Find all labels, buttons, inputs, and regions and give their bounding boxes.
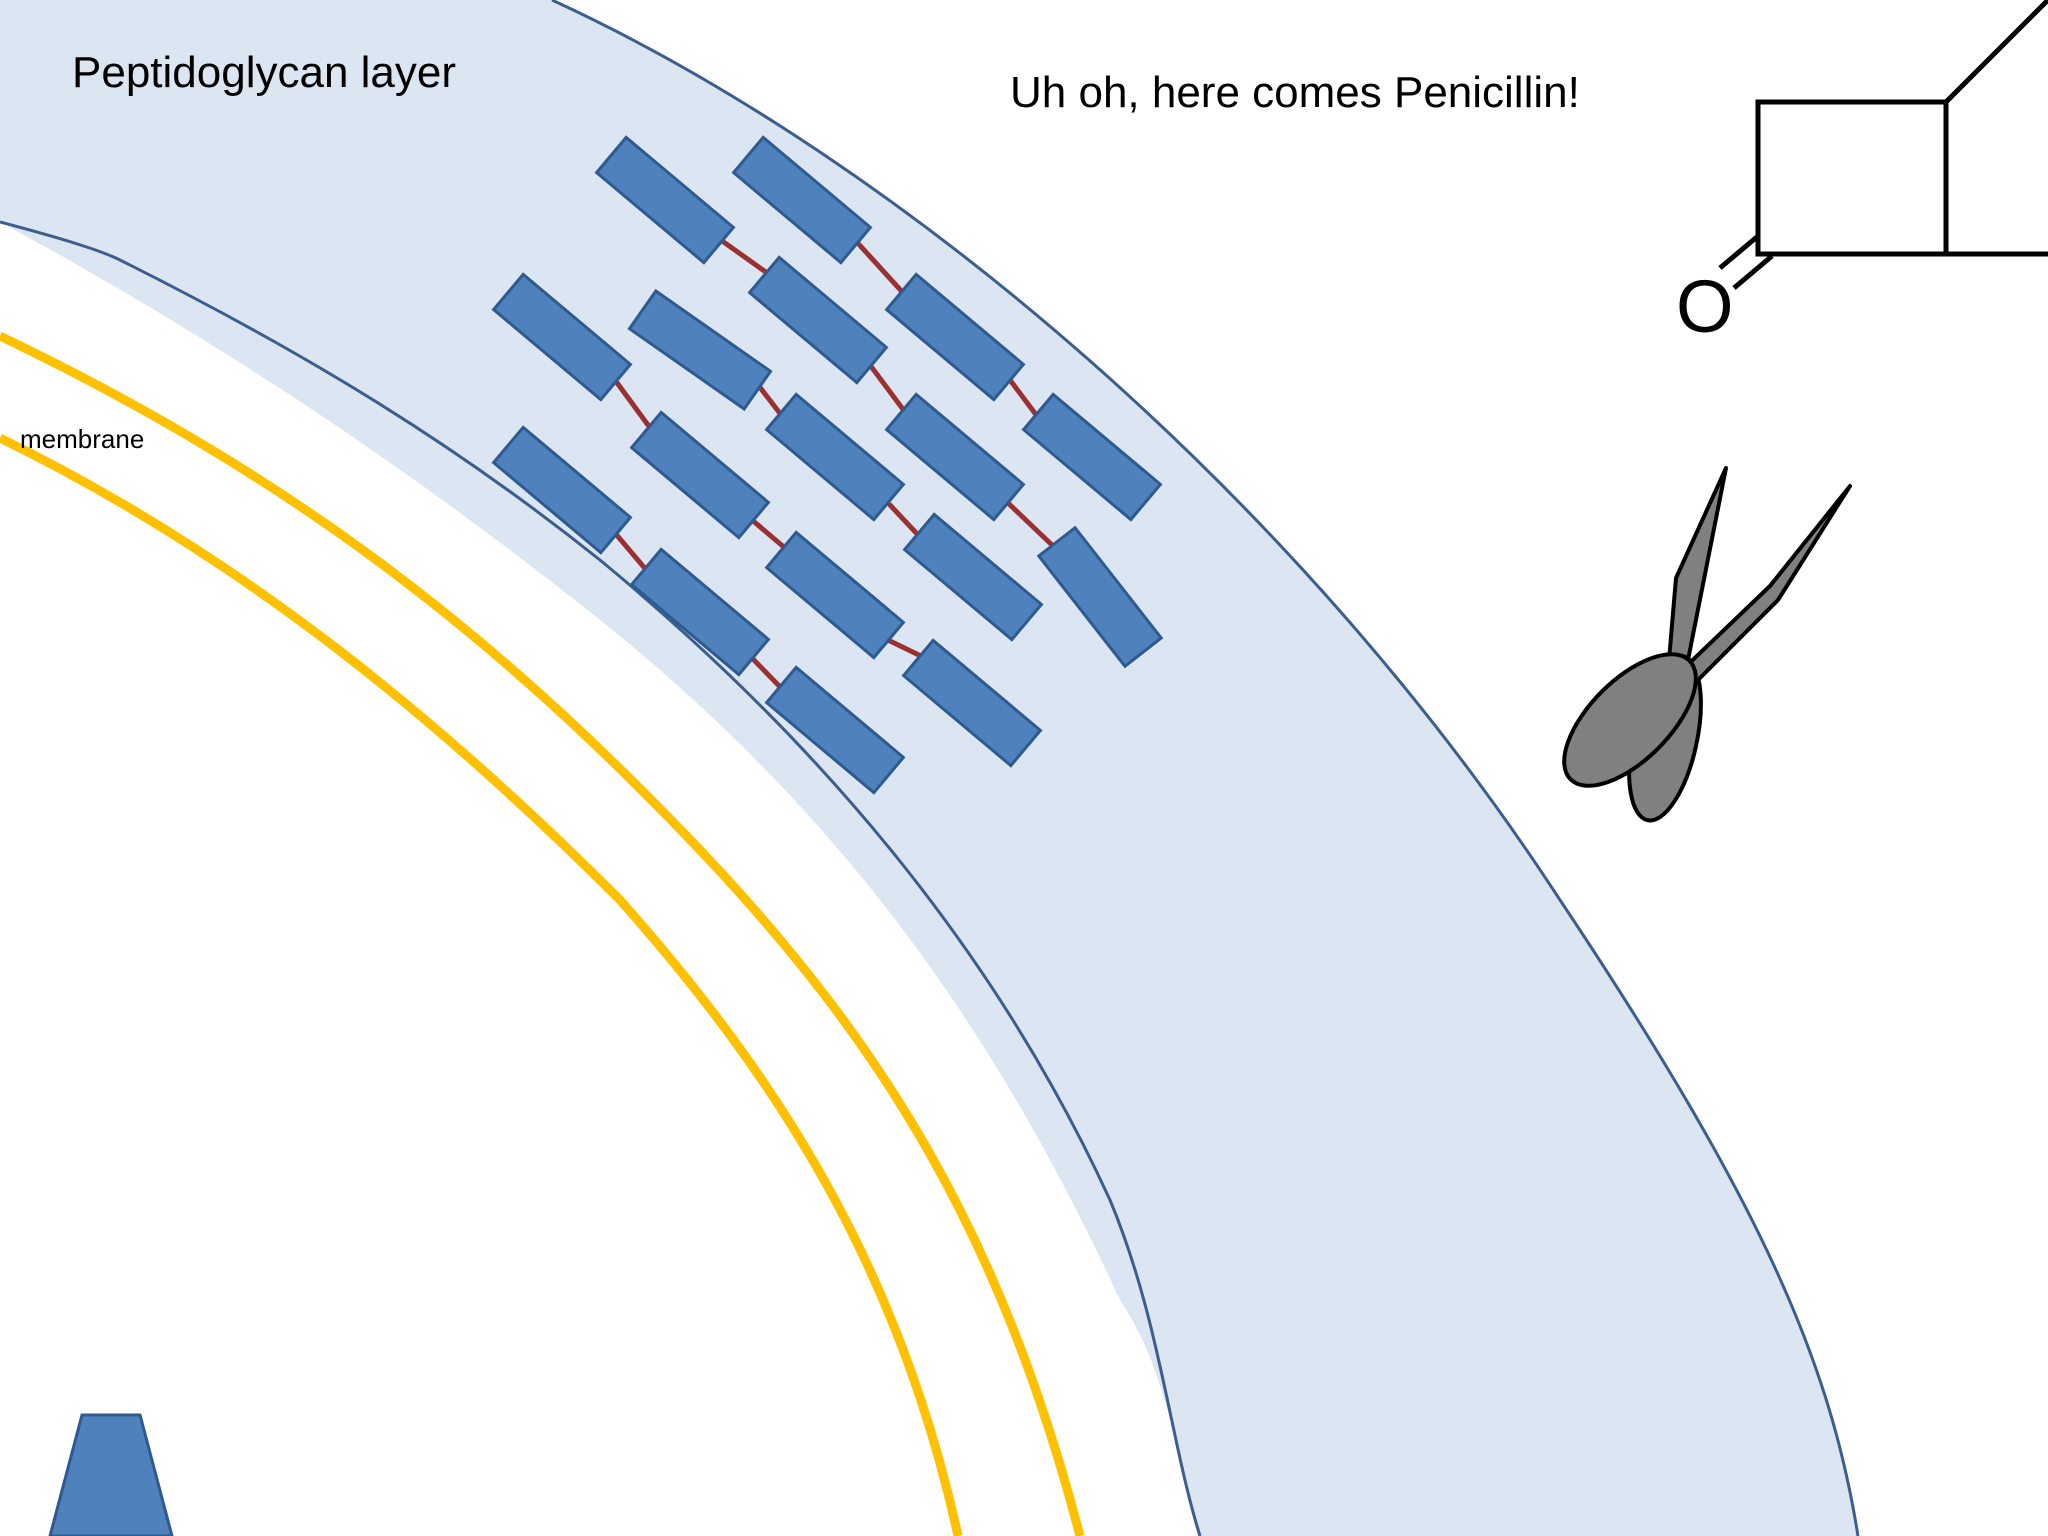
glycan-block	[764, 530, 906, 660]
glycan-block	[731, 135, 873, 265]
glycan-block	[884, 392, 1026, 522]
peptidoglycan-outer-edge	[551, 0, 1860, 1536]
membrane-label: membrane	[20, 424, 145, 454]
glycan-block	[491, 425, 633, 555]
glycan-block	[1036, 525, 1164, 669]
glycan-block	[1021, 392, 1163, 522]
crosslink	[887, 502, 923, 540]
crosslink	[612, 530, 651, 575]
glycan-block	[627, 288, 773, 412]
beta-lactam-ring-icon	[1718, 0, 2048, 290]
peptidoglycan-layer-label: Peptidoglycan layer	[72, 48, 457, 97]
oxygen-atom-label: O	[1676, 265, 1734, 348]
glycan-block	[629, 410, 771, 540]
peptidoglycan-inner-edge	[0, 220, 1202, 1536]
penicillin-caption: Uh oh, here comes Penicillin!	[1010, 68, 1580, 117]
membrane-outer-line	[0, 331, 1085, 1536]
glycan-block	[747, 255, 889, 385]
crosslink	[885, 637, 928, 661]
crosslink	[1004, 499, 1055, 548]
glycan-block	[629, 547, 771, 677]
crosslink	[852, 237, 908, 298]
glycan-block	[902, 512, 1044, 642]
membrane-inner-line	[0, 433, 963, 1536]
glycan-block	[901, 638, 1043, 768]
peptidoglycan-layer	[0, 0, 1858, 1536]
membrane-protein-shape	[48, 1413, 174, 1536]
glycan-block	[884, 272, 1026, 402]
crosslink	[612, 377, 651, 428]
glycan-block	[764, 392, 906, 522]
crosslink	[867, 362, 908, 415]
crosslink	[715, 235, 773, 278]
crosslinks	[612, 235, 1055, 695]
crosslink	[749, 517, 788, 551]
crosslink	[1004, 373, 1043, 423]
glycan-blocks	[491, 135, 1164, 795]
scissors-icon	[1562, 466, 1852, 823]
glycan-block	[764, 665, 906, 795]
glycan-block	[594, 135, 736, 265]
glycan-block	[491, 272, 633, 402]
